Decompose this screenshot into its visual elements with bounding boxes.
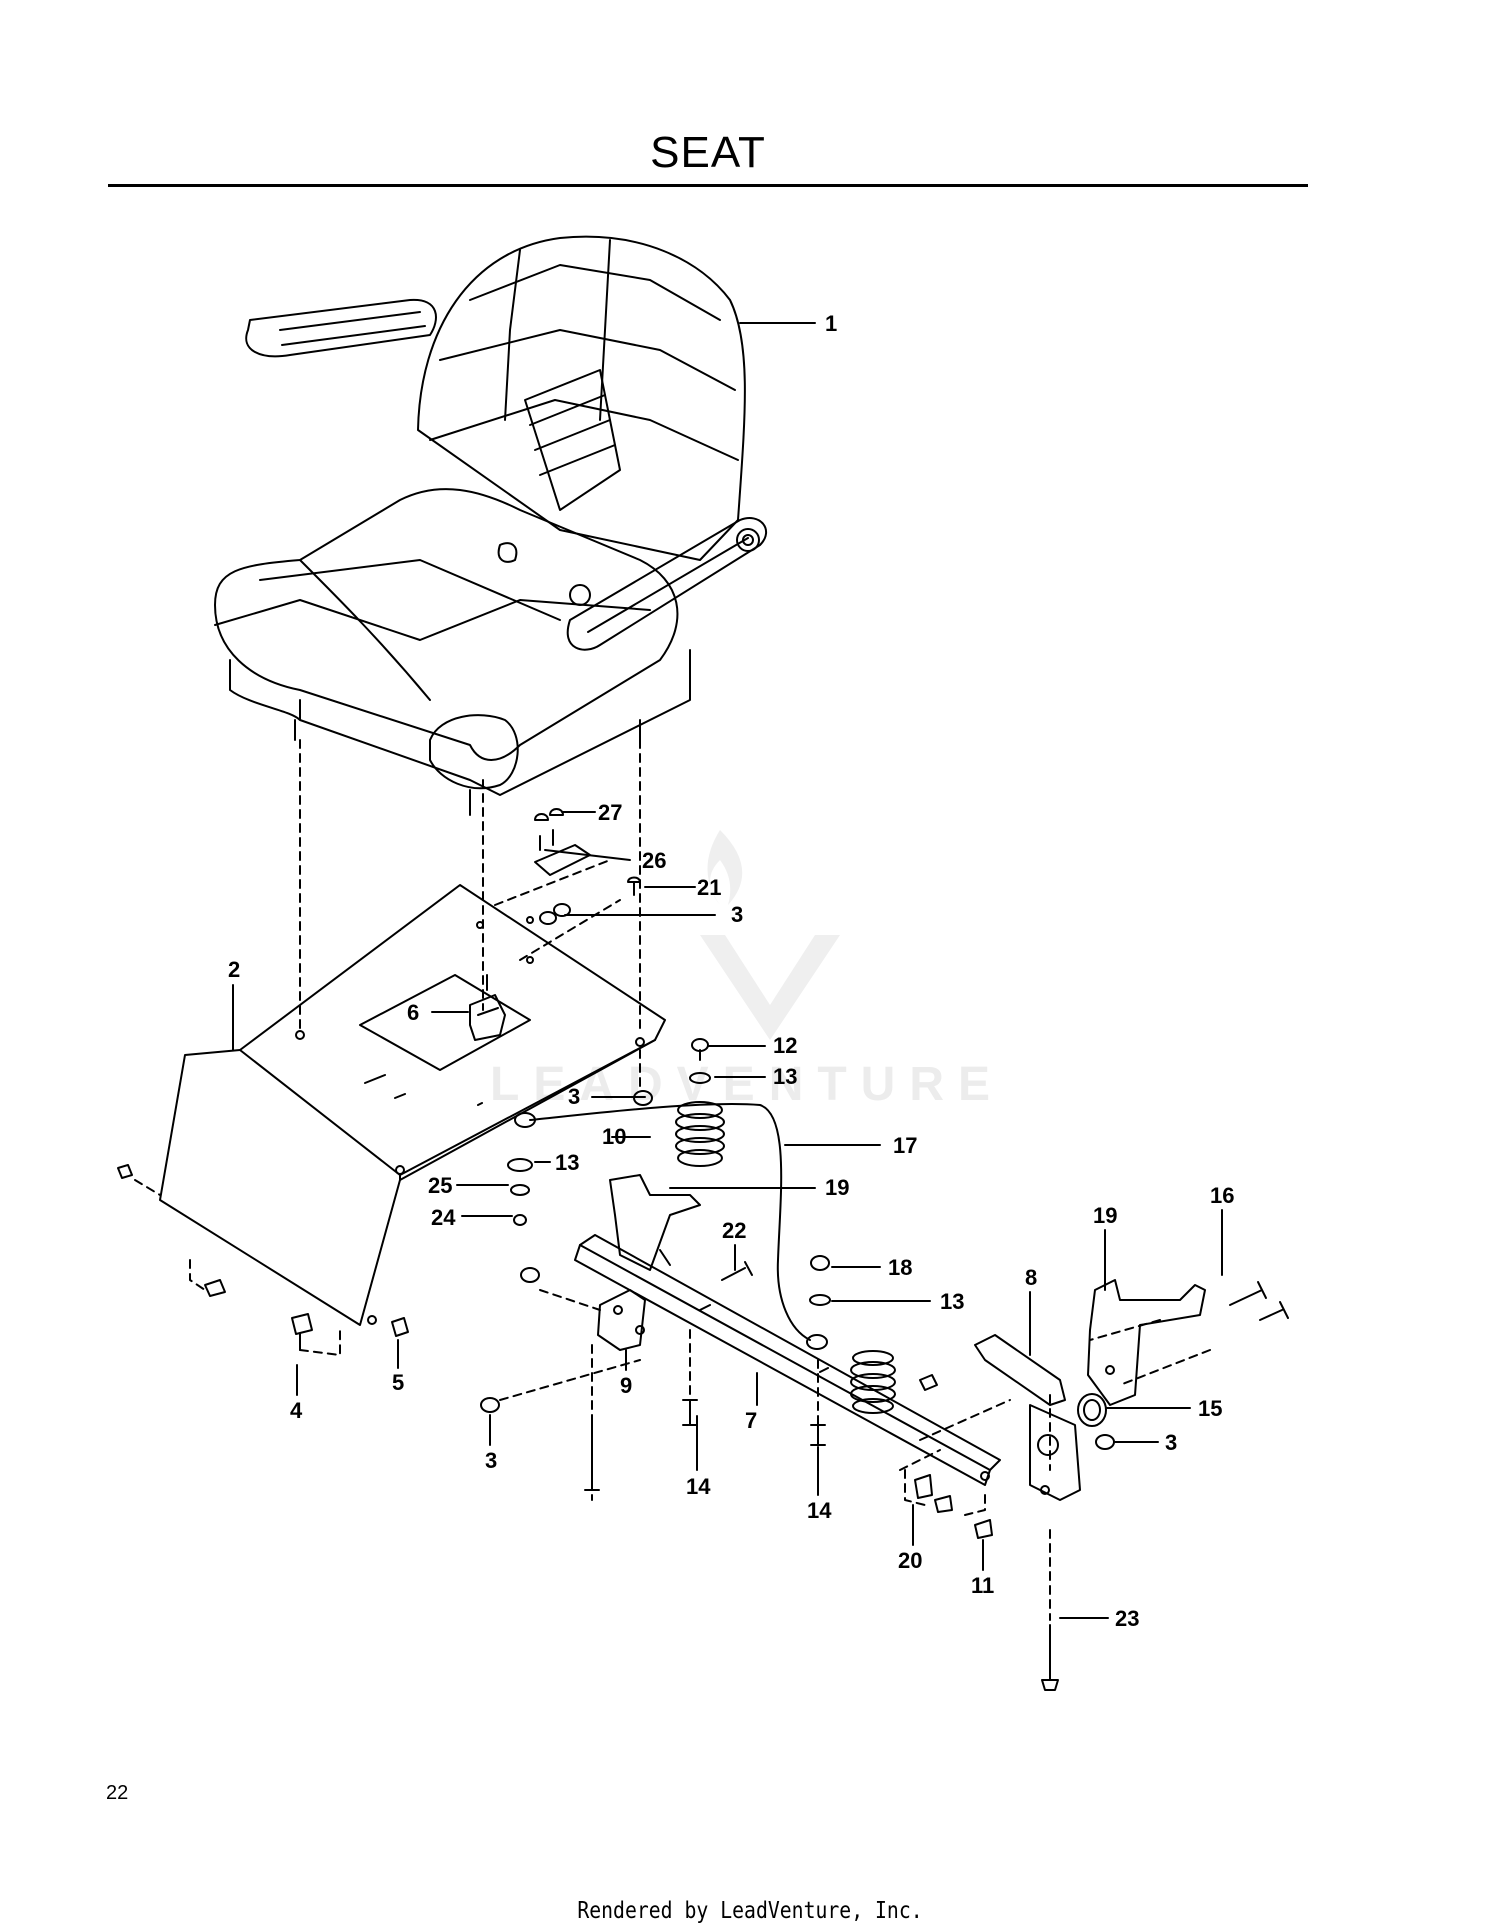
leader-lines (232, 322, 1223, 1619)
seat-cushion-front-roll (429, 714, 519, 790)
callout-19a: 19 (825, 1175, 849, 1200)
cross-bar (574, 1234, 1001, 1486)
page-number: 22 (106, 1782, 129, 1804)
callout-13a: 13 (773, 1064, 797, 1089)
callout-20: 20 (898, 1548, 922, 1573)
seat-backrest (417, 235, 746, 561)
seat-backrest-grid (524, 369, 621, 511)
callout-16: 16 (1210, 1183, 1234, 1208)
watermark: LEADVENTURE (490, 830, 990, 1111)
nut-right (1095, 1434, 1115, 1450)
callout-3d: 3 (485, 1448, 497, 1473)
callout-7: 7 (745, 1408, 757, 1433)
long-bolt (1041, 1624, 1059, 1691)
title-divider (108, 184, 1308, 187)
callout-19b: 19 (1093, 1203, 1117, 1228)
callout-1: 1 (825, 311, 837, 336)
seat-switch (469, 974, 506, 1041)
callout-6: 6 (407, 1000, 419, 1025)
callout-3a: 3 (731, 902, 743, 927)
callout-25: 25 (428, 1173, 452, 1198)
left-bracket (597, 1174, 701, 1351)
callout-13b: 13 (555, 1150, 579, 1175)
callout-3c: 3 (1165, 1430, 1177, 1455)
clip-group (914, 1474, 993, 1539)
right-bracket (919, 1334, 1081, 1501)
callout-26: 26 (642, 848, 666, 873)
watermark-flame-logo (707, 830, 743, 905)
seat-mount-dashed-lines (299, 739, 641, 1091)
switch-bracket (534, 808, 641, 896)
lower-dashed-lines (499, 1289, 1211, 1621)
callout-10: 10 (602, 1124, 626, 1149)
callout-11: 11 (971, 1573, 994, 1598)
callout-23: 23 (1115, 1606, 1139, 1631)
callout-17: 17 (893, 1133, 917, 1158)
rear-bracket (1087, 1279, 1289, 1406)
callout-12: 12 (773, 1033, 797, 1058)
callout-22: 22 (722, 1218, 746, 1243)
washer-stack (507, 1158, 533, 1226)
callout-13c: 13 (940, 1289, 964, 1314)
footer-credit: Rendered by LeadVenture, Inc. (577, 1898, 923, 1924)
bolt-group (480, 1255, 831, 1491)
spring-front (675, 1038, 725, 1167)
watermark-v-logo (700, 935, 840, 1040)
callout-8: 8 (1025, 1265, 1037, 1290)
callout-24: 24 (431, 1205, 456, 1230)
callout-18: 18 (888, 1255, 912, 1280)
spring-rear (850, 1350, 896, 1414)
seat-assembly (214, 235, 767, 816)
seat-pan-opening (359, 974, 531, 1071)
left-armrest (245, 298, 437, 358)
seat-cushion (214, 488, 679, 761)
seat-pan (159, 884, 666, 1326)
page-title: SEAT (650, 128, 766, 177)
right-armrest (566, 517, 767, 651)
callout-labels: 1 27 26 21 3 2 6 12 3 13 10 17 13 19 25 … (228, 311, 1234, 1631)
seat-adjust-knob (569, 584, 591, 606)
callout-4: 4 (290, 1398, 303, 1423)
seat-cable (529, 1103, 811, 1341)
callout-21: 21 (697, 875, 721, 900)
callout-15: 15 (1198, 1396, 1222, 1421)
callout-14a: 14 (686, 1474, 711, 1499)
callout-2: 2 (228, 957, 240, 982)
bushing (1077, 1393, 1107, 1427)
side-hardware (117, 1164, 409, 1356)
callout-27: 27 (598, 800, 622, 825)
callout-3b: 3 (568, 1084, 580, 1109)
callout-14b: 14 (807, 1498, 832, 1523)
callout-5: 5 (392, 1370, 404, 1395)
callout-9: 9 (620, 1373, 632, 1398)
